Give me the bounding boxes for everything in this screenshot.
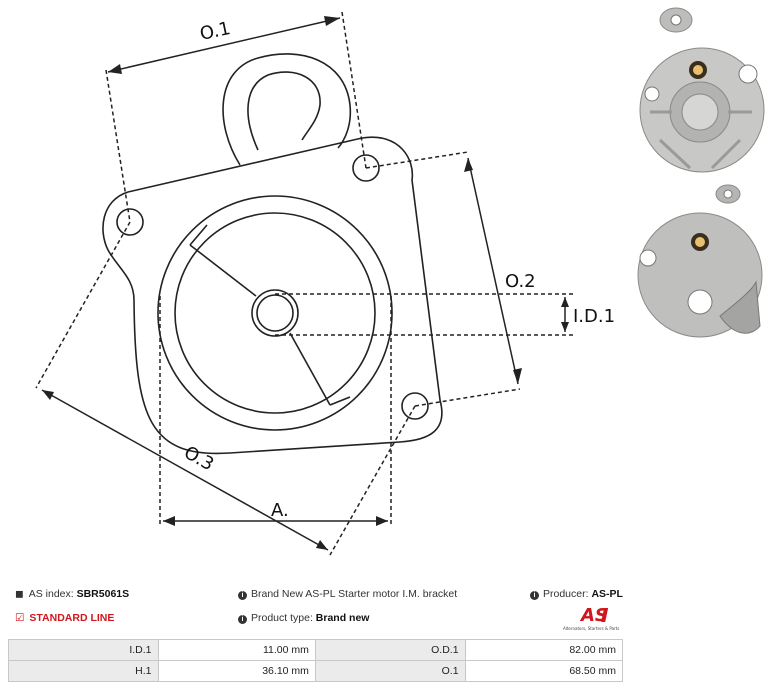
tags-icon: ◼	[15, 588, 24, 600]
lug-outer	[222, 53, 352, 166]
mount-hole-left	[116, 208, 144, 236]
spec-label: H.1	[8, 660, 159, 682]
info-icon: i	[238, 591, 247, 600]
inner-ring	[174, 212, 376, 414]
bracket-outline	[102, 136, 443, 455]
as-index-label: AS index:	[28, 588, 74, 600]
mount-hole-top-right	[352, 154, 380, 182]
spec-label: O.1	[314, 660, 466, 682]
producer-value: AS-PL	[591, 588, 623, 600]
table-row: H.1 36.10 mm O.1 68.50 mm	[8, 660, 624, 682]
as-pl-logo: AS Alternators, Starters & Parts	[563, 605, 619, 631]
standard-line: ☑ STANDARD LINE	[15, 612, 114, 624]
bore-outer	[251, 289, 299, 337]
lug-inner	[247, 71, 321, 151]
description: i Brand New AS-PL Starter motor I.M. brac…	[238, 588, 457, 600]
technical-drawing: O.1 O.2 O.3 I.D.1 A.	[35, 7, 765, 556]
sector-line-2	[189, 224, 208, 246]
spec-value: 68.50 mm	[464, 660, 624, 682]
spec-value: 11.00 mm	[157, 639, 316, 661]
label-id1: I.D.1	[573, 306, 615, 327]
producer-label: Producer:	[543, 588, 589, 600]
mount-hole-bottom-right	[401, 392, 429, 420]
spec-value: 36.10 mm	[157, 660, 316, 682]
product-photo-back	[637, 184, 763, 338]
product-type-value: Brand new	[315, 612, 370, 624]
label-o2: O.2	[505, 271, 536, 292]
sector-line-4	[329, 396, 351, 406]
spec-value: 82.00 mm	[464, 639, 624, 661]
specs-table: I.D.1 11.00 mm O.D.1 82.00 mm H.1 36.10 …	[8, 639, 624, 682]
logo-tagline: Alternators, Starters & Parts	[563, 626, 619, 631]
label-o1: O.1	[198, 18, 232, 45]
sector-line-3	[289, 332, 331, 406]
product-photo-front	[639, 7, 765, 173]
checkbox-icon: ☑	[15, 612, 25, 624]
spec-label: I.D.1	[8, 639, 159, 661]
producer: i Producer: AS-PL	[530, 588, 623, 600]
spec-label: O.D.1	[314, 639, 466, 661]
info-icon: i	[238, 615, 247, 624]
description-text: Brand New AS-PL Starter motor I.M. brack…	[251, 588, 458, 600]
label-a: A.	[271, 500, 289, 521]
as-index: ◼ AS index: SBR5061S	[15, 588, 129, 600]
as-index-value: SBR5061S	[76, 588, 130, 600]
product-type: i Product type: Brand new	[238, 612, 369, 624]
bore-inner	[256, 294, 294, 332]
logo-text: AS	[579, 605, 608, 626]
arrow-heads	[42, 16, 569, 550]
outer-ring	[157, 195, 393, 431]
dimension-lines	[35, 11, 573, 556]
standard-line-label: STANDARD LINE	[29, 612, 115, 624]
product-type-label: Product type:	[251, 612, 313, 624]
info-icon: i	[530, 591, 539, 600]
table-row: I.D.1 11.00 mm O.D.1 82.00 mm	[8, 639, 624, 661]
sector-line-1	[189, 244, 257, 297]
